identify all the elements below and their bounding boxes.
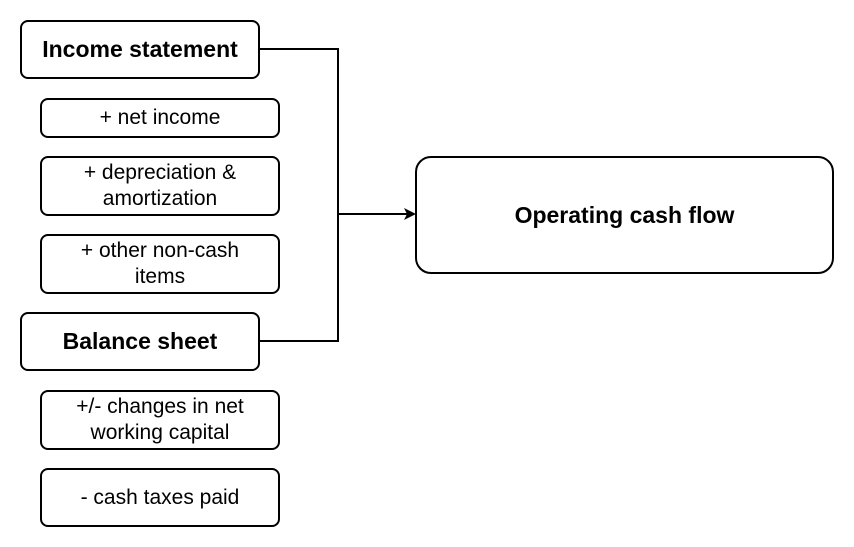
income-statement-box: Income statement	[20, 20, 260, 79]
net-income-box: + net income	[40, 98, 280, 138]
operating-cash-flow-label: Operating cash flow	[514, 201, 735, 228]
net-working-capital-label: +/- changes in net working capital	[76, 395, 244, 444]
cash-taxes-paid-box: - cash taxes paid	[40, 468, 280, 527]
income-statement-label: Income statement	[42, 36, 238, 63]
cash-taxes-paid-label: - cash taxes paid	[80, 485, 240, 509]
depreciation-amortization-box: + depreciation & amortization	[40, 156, 280, 216]
operating-cash-flow-box: Operating cash flow	[415, 156, 834, 274]
net-working-capital-box: +/- changes in net working capital	[40, 390, 280, 450]
balance-sheet-label: Balance sheet	[62, 328, 218, 355]
balance-sheet-box: Balance sheet	[20, 312, 260, 371]
net-income-label: + net income	[99, 106, 221, 130]
depreciation-amortization-label: + depreciation & amortization	[83, 161, 237, 210]
other-non-cash-items-box: + other non-cash items	[40, 234, 280, 294]
other-non-cash-items-label: + other non-cash items	[80, 239, 240, 288]
